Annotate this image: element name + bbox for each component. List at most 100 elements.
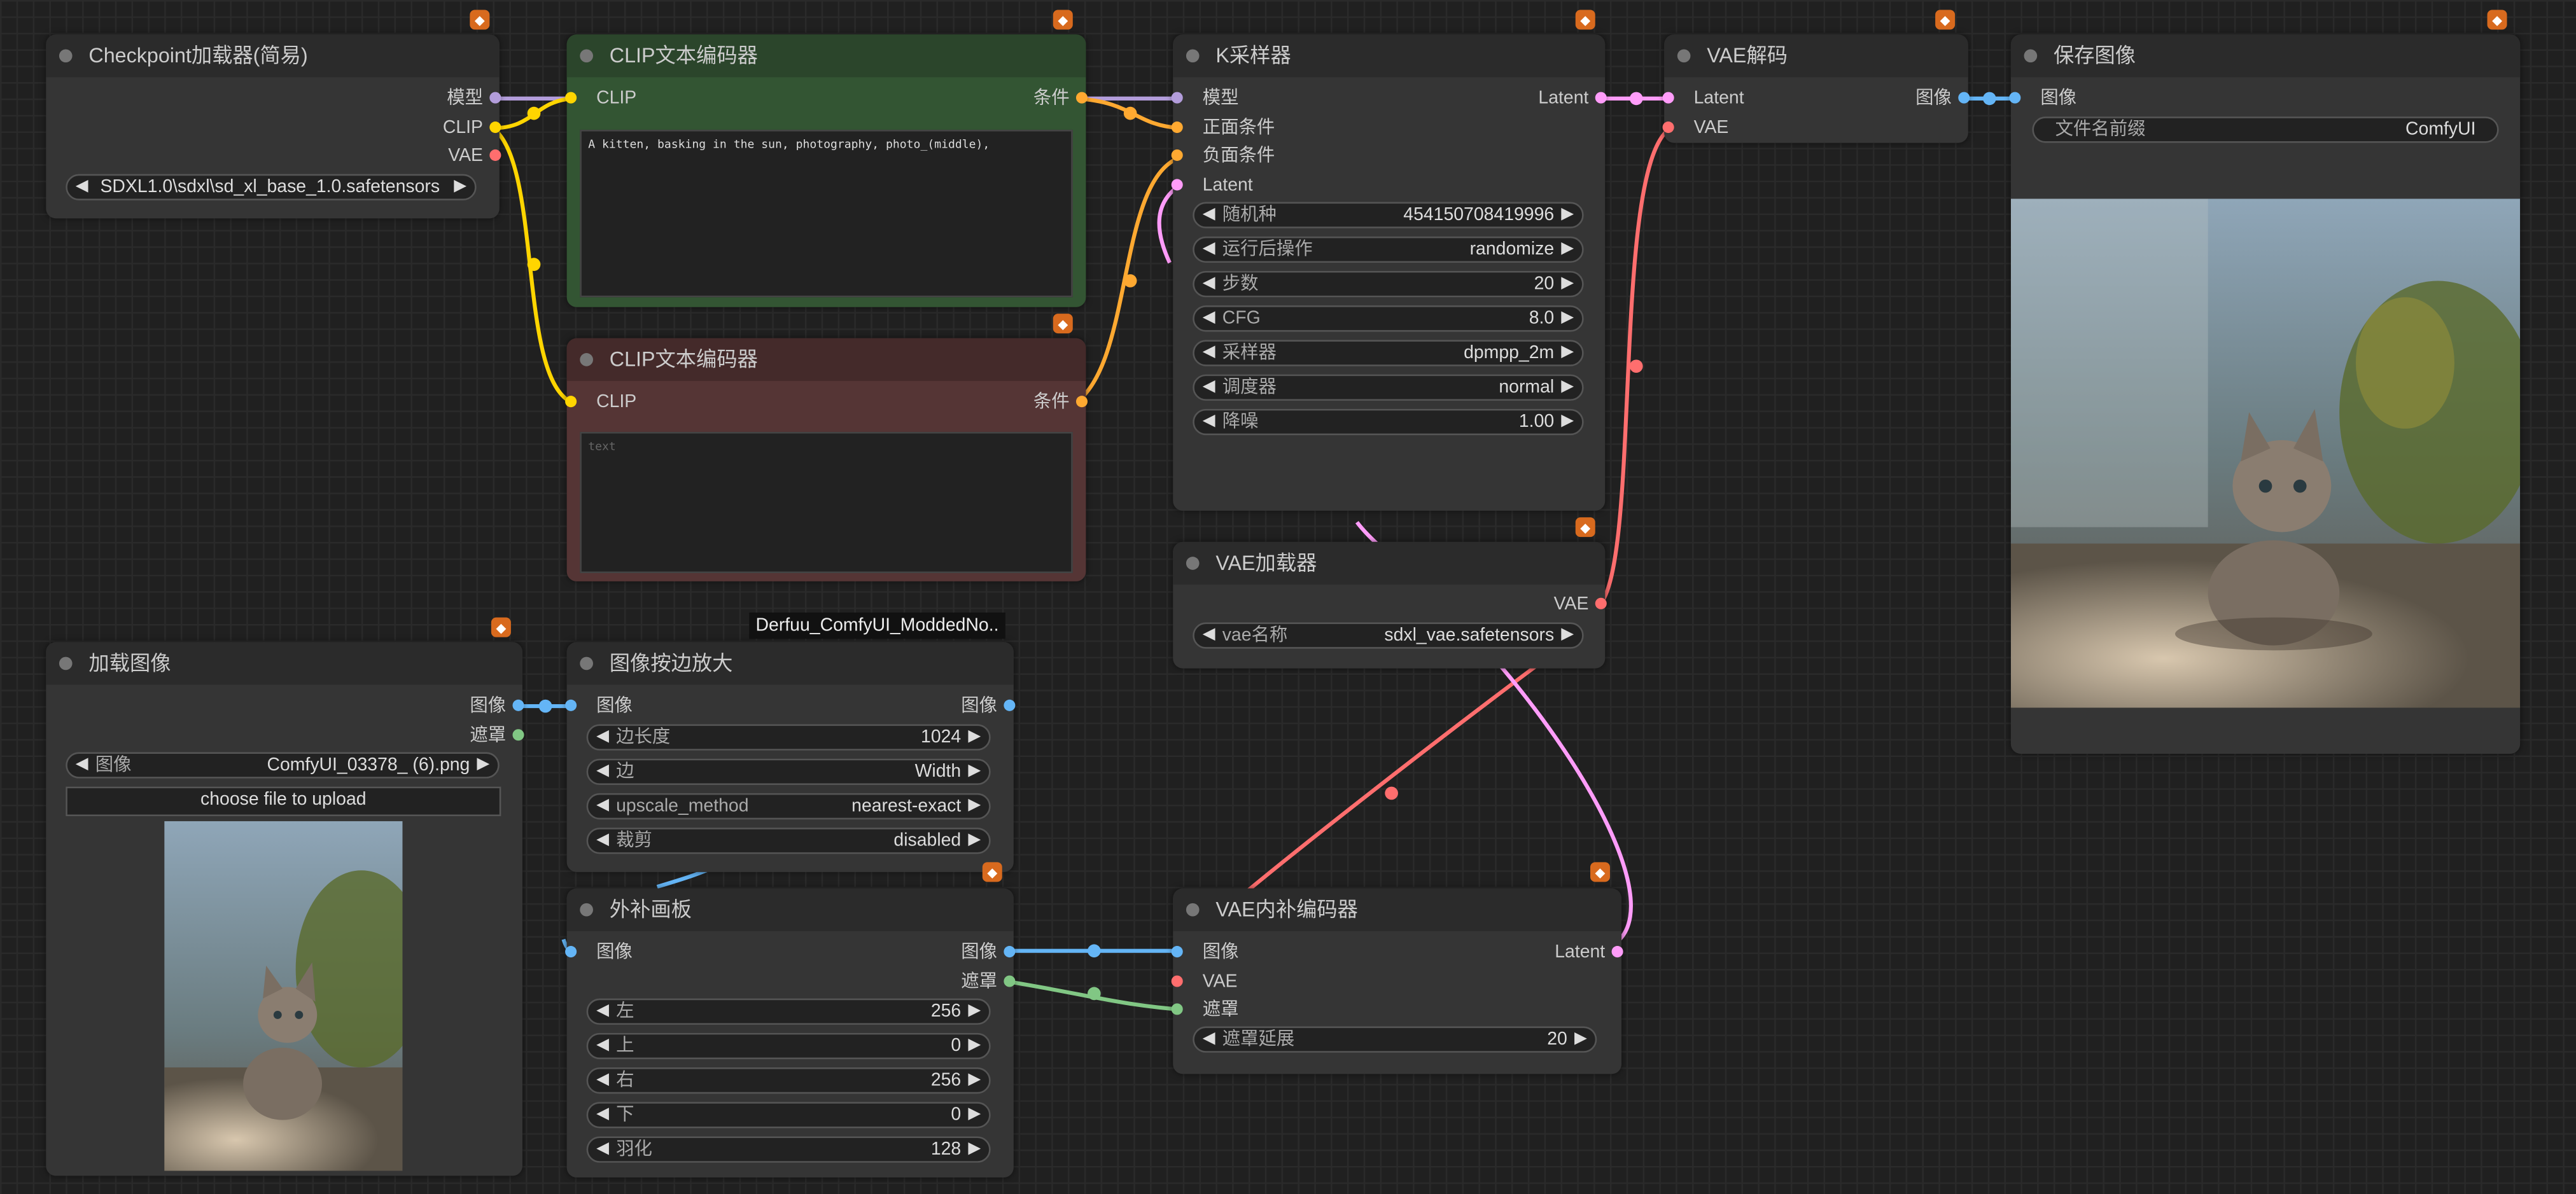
port-dot[interactable]	[1171, 121, 1183, 134]
arrow-right-icon[interactable]: ▶	[968, 1036, 981, 1055]
port-dot[interactable]	[1595, 597, 1607, 609]
port-dot[interactable]	[2009, 92, 2021, 104]
output-conditioning[interactable]: 条件	[1033, 391, 1088, 413]
checkpoint-loader-node[interactable]: Checkpoint加载器(简易) 模型 CLIP VAE ◀ SDXL1.0\…	[46, 34, 501, 219]
input-clip[interactable]: CLIP	[565, 391, 636, 413]
input-image[interactable]: 图像	[1171, 941, 1239, 964]
input-negative[interactable]: 负面条件	[1171, 144, 1275, 167]
arrow-right-icon[interactable]: ▶	[968, 796, 981, 815]
arrow-right-icon[interactable]: ▶	[968, 1139, 981, 1158]
arrow-right-icon[interactable]: ▶	[1561, 343, 1574, 361]
port-dot[interactable]	[1075, 92, 1088, 104]
port-dot[interactable]	[1958, 92, 1970, 104]
node-title[interactable]: VAE内补编码器	[1173, 888, 1622, 931]
arrow-right-icon[interactable]: ▶	[968, 727, 981, 746]
arrow-left-icon[interactable]: ◀	[75, 755, 88, 774]
clip-text-encode-negative-node[interactable]: CLIP文本编码器 CLIP 条件 text	[565, 338, 1088, 581]
collapse-dot[interactable]	[1677, 49, 1691, 63]
node-title[interactable]: CLIP文本编码器	[566, 34, 1086, 78]
clip-text-encode-positive-node[interactable]: CLIP文本编码器 CLIP 条件 A kitten, basking in t…	[565, 34, 1088, 307]
arrow-right-icon[interactable]: ▶	[1561, 412, 1574, 431]
arrow-right-icon[interactable]: ▶	[1561, 309, 1574, 327]
collapse-dot[interactable]	[580, 353, 593, 366]
output-mask[interactable]: 遮罩	[961, 971, 1016, 994]
output-model[interactable]: 模型	[447, 87, 501, 110]
arrow-left-icon[interactable]: ◀	[596, 1001, 610, 1020]
node-title[interactable]: VAE加载器	[1173, 541, 1606, 585]
arrow-left-icon[interactable]: ◀	[1202, 377, 1215, 396]
node-title[interactable]: 外补画板	[566, 888, 1014, 931]
arrow-left-icon[interactable]: ◀	[1202, 343, 1215, 361]
output-latent[interactable]: Latent	[1538, 87, 1607, 110]
port-dot[interactable]	[512, 699, 524, 711]
node-title[interactable]: 保存图像	[2010, 34, 2521, 78]
port-dot[interactable]	[1171, 975, 1183, 987]
output-vae[interactable]: VAE	[1554, 593, 1607, 616]
output-clip[interactable]: CLIP	[443, 116, 501, 139]
port-dot[interactable]	[565, 396, 577, 408]
collapse-dot[interactable]	[580, 903, 593, 917]
node-title[interactable]: K采样器	[1173, 34, 1606, 78]
node-title[interactable]: 加载图像	[46, 642, 522, 685]
collapse-dot[interactable]	[59, 656, 73, 670]
input-latent[interactable]: Latent	[1171, 174, 1253, 197]
arrow-left-icon[interactable]: ◀	[596, 761, 610, 781]
port-dot[interactable]	[1662, 92, 1674, 104]
arrow-right-icon[interactable]: ▶	[968, 761, 981, 781]
arrow-right-icon[interactable]: ▶	[968, 1105, 981, 1123]
arrow-left-icon[interactable]: ◀	[1202, 274, 1215, 293]
output-vae[interactable]: VAE	[448, 144, 501, 167]
port-dot[interactable]	[489, 149, 501, 161]
arrow-left-icon[interactable]: ◀	[596, 1036, 610, 1055]
arrow-right-icon[interactable]: ▶	[1561, 377, 1574, 396]
arrow-left-icon[interactable]: ◀	[1202, 412, 1215, 431]
arrow-right-icon[interactable]: ▶	[968, 1001, 981, 1020]
input-clip[interactable]: CLIP	[565, 87, 636, 110]
arrow-left-icon[interactable]: ◀	[596, 796, 610, 815]
upload-button[interactable]: choose file to upload	[66, 786, 501, 817]
input-positive[interactable]: 正面条件	[1171, 116, 1275, 139]
arrow-right-icon[interactable]: ▶	[454, 177, 467, 196]
port-dot[interactable]	[512, 729, 524, 741]
arrow-left-icon[interactable]: ◀	[596, 1105, 610, 1123]
vae-decode-node[interactable]: VAE解码 Latent VAE 图像	[1662, 34, 1970, 143]
node-title[interactable]: VAE解码	[1664, 34, 1968, 78]
port-dot[interactable]	[1004, 699, 1016, 711]
output-latent[interactable]: Latent	[1555, 941, 1623, 964]
port-dot[interactable]	[1171, 179, 1183, 191]
output-image[interactable]: 图像	[1915, 87, 1970, 110]
arrow-left-icon[interactable]: ◀	[75, 177, 88, 196]
arrow-right-icon[interactable]: ▶	[1561, 205, 1574, 224]
prompt-textarea[interactable]: A kitten, basking in the sun, photograph…	[580, 129, 1073, 298]
arrow-right-icon[interactable]: ▶	[477, 755, 490, 774]
port-dot[interactable]	[1004, 946, 1016, 958]
arrow-left-icon[interactable]: ◀	[596, 1139, 610, 1158]
collapse-dot[interactable]	[1186, 49, 1200, 63]
output-image[interactable]: 图像	[961, 941, 1016, 964]
arrow-left-icon[interactable]: ◀	[596, 727, 610, 746]
ckpt-name-combo[interactable]: ◀ SDXL1.0\sdxl\sd_xl_base_1.0.safetensor…	[66, 174, 477, 200]
collapse-dot[interactable]	[580, 49, 593, 63]
port-dot[interactable]	[1075, 396, 1088, 408]
arrow-right-icon[interactable]: ▶	[1561, 625, 1574, 644]
port-dot[interactable]	[565, 92, 577, 104]
port-dot[interactable]	[1662, 121, 1674, 134]
arrow-right-icon[interactable]: ▶	[1574, 1029, 1587, 1048]
port-dot[interactable]	[1611, 946, 1623, 958]
